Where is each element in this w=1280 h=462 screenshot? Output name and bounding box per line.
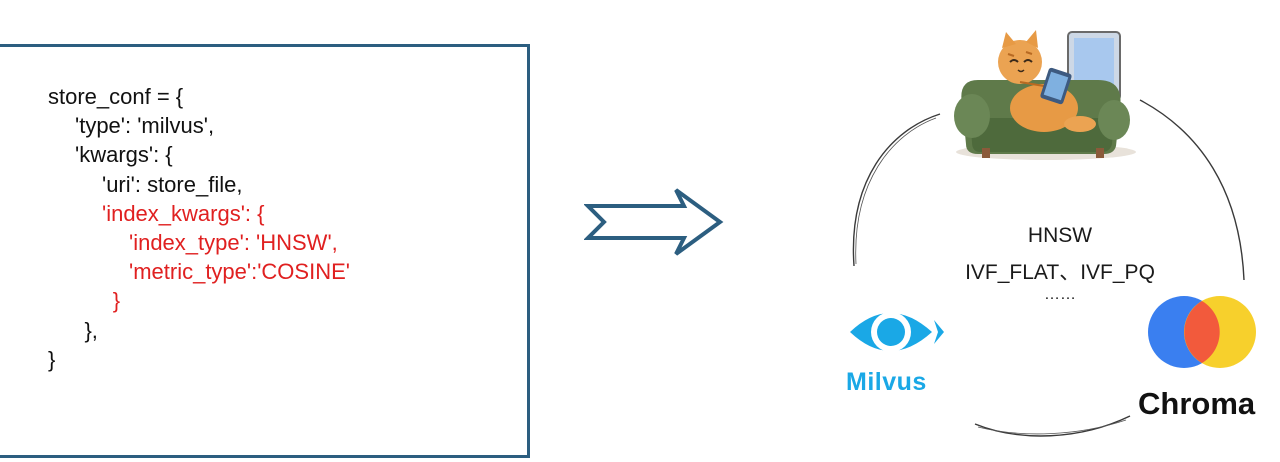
code-line: 'uri': store_file, — [102, 171, 243, 197]
code-box — [0, 44, 530, 458]
cycle-arcs — [852, 99, 1245, 437]
index-type-hnsw: HNSW — [1027, 224, 1093, 247]
code-line: store_conf = { — [48, 84, 184, 109]
index-type-more: …… — [1044, 286, 1076, 303]
code-line: } — [48, 346, 56, 372]
right-chevron-arrow-icon — [584, 188, 724, 256]
chroma-logo-text: Chroma — [1138, 386, 1256, 421]
chroma-circles-icon — [1148, 296, 1256, 368]
code-line: 'metric_type':'COSINE' — [129, 259, 350, 285]
code-line: 'kwargs': { — [75, 142, 173, 168]
code-line: 'index_kwargs': { — [102, 200, 265, 226]
cat-on-sofa-illustration — [954, 30, 1136, 160]
code-line: 'index_type': 'HNSW', — [129, 230, 338, 255]
index-type-ivf: IVF_FLAT、IVF_PQ — [965, 261, 1155, 284]
milvus-eye-icon — [850, 312, 944, 352]
code-line: }, — [84, 317, 98, 343]
code-line: 'type': 'milvus', — [75, 113, 215, 139]
milvus-logo-text: Milvus — [846, 368, 927, 396]
code-line: } — [112, 288, 121, 314]
